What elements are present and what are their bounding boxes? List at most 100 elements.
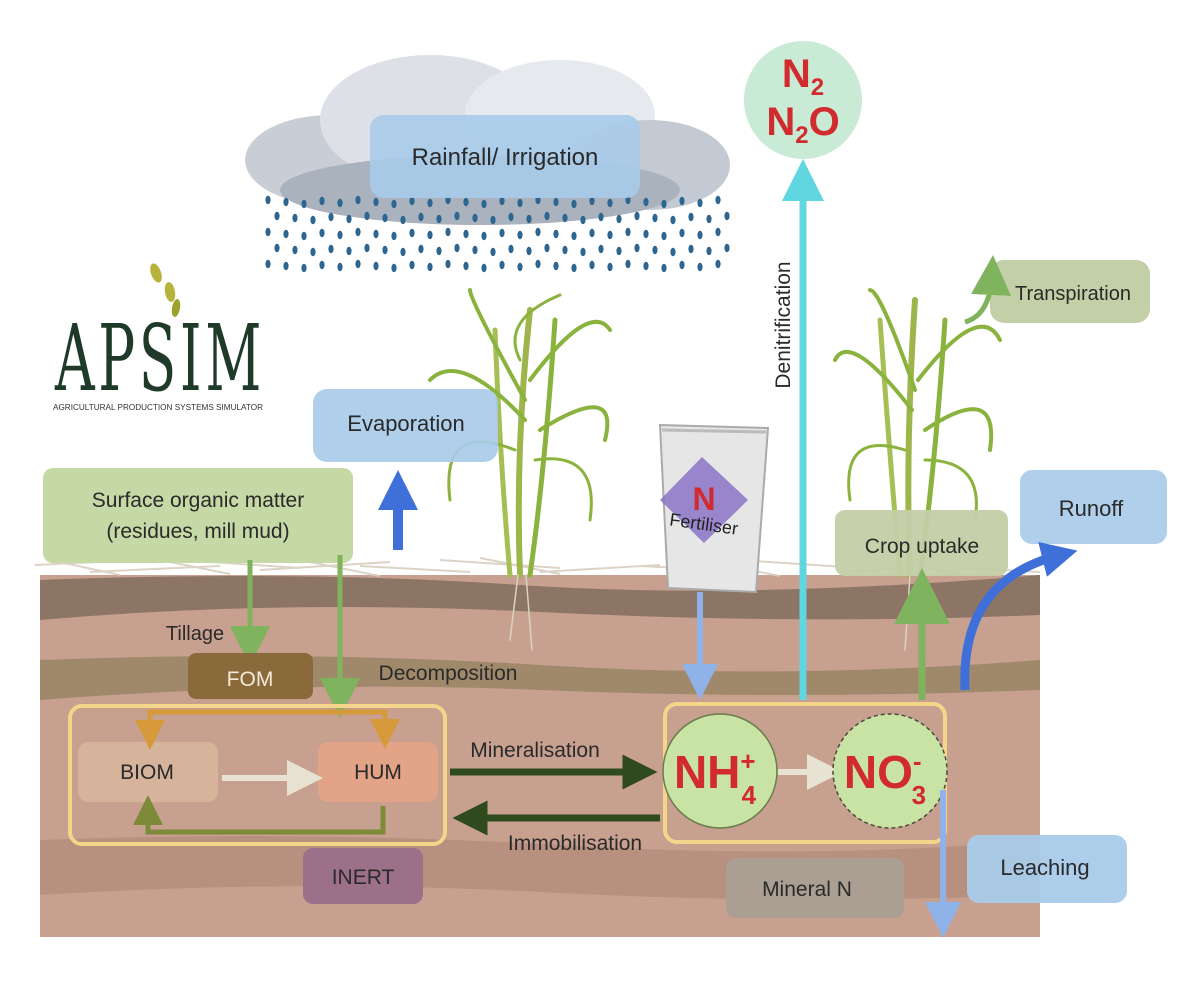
raindrop-icon	[571, 263, 577, 273]
mineral-n-label: Mineral N	[762, 878, 852, 901]
nh4-label: NH+4	[674, 746, 757, 810]
raindrop-icon	[589, 260, 595, 270]
tillage-label: Tillage	[166, 623, 224, 645]
surface-om-label-line1: Surface organic matter	[92, 489, 304, 512]
raindrop-icon	[436, 214, 442, 224]
raindrop-icon	[571, 231, 577, 241]
raindrop-icon	[319, 196, 325, 206]
transpiration-label: Transpiration	[1015, 283, 1131, 305]
raindrop-icon	[526, 214, 532, 224]
raindrop-icon	[310, 215, 316, 225]
raindrop-icon	[598, 244, 604, 254]
raindrop-icon	[679, 228, 685, 238]
raindrop-icon	[481, 199, 487, 209]
raindrop-icon	[643, 261, 649, 271]
raindrop-icon	[373, 261, 379, 271]
nh4-pool	[662, 713, 778, 829]
apsim-logo: APSIM AGRICULTURAL PRODUCTION SYSTEMS SI…	[53, 263, 263, 412]
raindrop-icon	[382, 213, 388, 223]
raindrop-icon	[427, 262, 433, 272]
raindrop-icon	[661, 199, 667, 209]
raindrop-icon	[337, 230, 343, 240]
raindrop-icon	[553, 197, 559, 207]
n2o-label: N2O	[766, 100, 839, 149]
raindrop-icon	[697, 198, 703, 208]
transpiration-arrow	[964, 255, 1011, 325]
raindrop-icon	[508, 212, 514, 222]
raindrop-icon	[283, 197, 289, 207]
raindrops	[265, 195, 730, 273]
raindrop-icon	[715, 259, 721, 269]
raindrop-icon	[400, 215, 406, 225]
fom-box	[188, 653, 313, 699]
crop-uptake-label: Crop uptake	[865, 535, 979, 558]
raindrop-icon	[544, 211, 550, 221]
raindrop-icon	[634, 243, 640, 253]
raindrop-icon	[688, 212, 694, 222]
raindrop-icon	[319, 260, 325, 270]
raindrop-icon	[337, 198, 343, 208]
raindrop-icon	[265, 195, 271, 205]
raindrop-icon	[436, 246, 442, 256]
raindrop-icon	[283, 229, 289, 239]
raindrop-icon	[292, 213, 298, 223]
raindrop-icon	[562, 245, 568, 255]
raindrop-icon	[661, 263, 667, 273]
surface-om-label-line2: (residues, mill mud)	[106, 520, 289, 543]
raindrop-icon	[481, 231, 487, 241]
raindrop-icon	[517, 230, 523, 240]
biom-label: BIOM	[120, 761, 174, 784]
raindrop-icon	[598, 212, 604, 222]
raindrop-icon	[634, 211, 640, 221]
raindrop-icon	[499, 260, 505, 270]
raindrop-icon	[472, 213, 478, 223]
hum-box	[318, 742, 438, 802]
raindrop-icon	[670, 215, 676, 225]
logo-tagline: AGRICULTURAL PRODUCTION SYSTEMS SIMULATO…	[53, 403, 263, 412]
leaching-label: Leaching	[1000, 855, 1089, 880]
mineral-n-box	[726, 858, 904, 918]
raindrop-icon	[301, 263, 307, 273]
immobilisation-label: Immobilisation	[508, 832, 642, 855]
raindrop-icon	[535, 259, 541, 269]
raindrop-icon	[310, 247, 316, 257]
raindrop-icon	[463, 261, 469, 271]
runoff-arrow	[960, 541, 1078, 691]
rainfall-label: Rainfall/ Irrigation	[412, 144, 599, 171]
organic-pools-frame	[68, 704, 447, 846]
raindrop-icon	[283, 261, 289, 271]
raindrop-icon	[409, 260, 415, 270]
raindrop-icon	[580, 215, 586, 225]
raindrop-icon	[328, 212, 334, 222]
evaporation-label: Evaporation	[347, 411, 464, 436]
raindrop-icon	[445, 227, 451, 237]
no3-label: NO-3	[844, 746, 926, 810]
raindrop-icon	[391, 263, 397, 273]
raindrop-icon	[301, 231, 307, 241]
raindrop-icon	[697, 230, 703, 240]
inert-box	[303, 848, 423, 904]
raindrop-icon	[670, 247, 676, 257]
mineralisation-label: Mineralisation	[470, 739, 600, 762]
raindrop-icon	[499, 228, 505, 238]
n2-label: N2	[782, 52, 824, 101]
raindrop-icon	[427, 230, 433, 240]
raindrop-icon	[364, 243, 370, 253]
evaporation-box	[313, 389, 498, 462]
raindrop-icon	[607, 198, 613, 208]
raindrop-icon	[715, 227, 721, 237]
raindrop-icon	[481, 263, 487, 273]
raindrop-icon	[544, 243, 550, 253]
raindrop-icon	[589, 228, 595, 238]
raindrop-icon	[607, 230, 613, 240]
fom-label: FOM	[227, 668, 274, 691]
raindrop-icon	[490, 215, 496, 225]
decomposition-label: Decomposition	[379, 662, 518, 685]
raindrop-icon	[661, 231, 667, 241]
raindrop-icon	[346, 246, 352, 256]
raindrop-icon	[517, 262, 523, 272]
raindrop-icon	[643, 197, 649, 207]
raindrop-icon	[346, 214, 352, 224]
surface-om-box	[43, 468, 353, 563]
